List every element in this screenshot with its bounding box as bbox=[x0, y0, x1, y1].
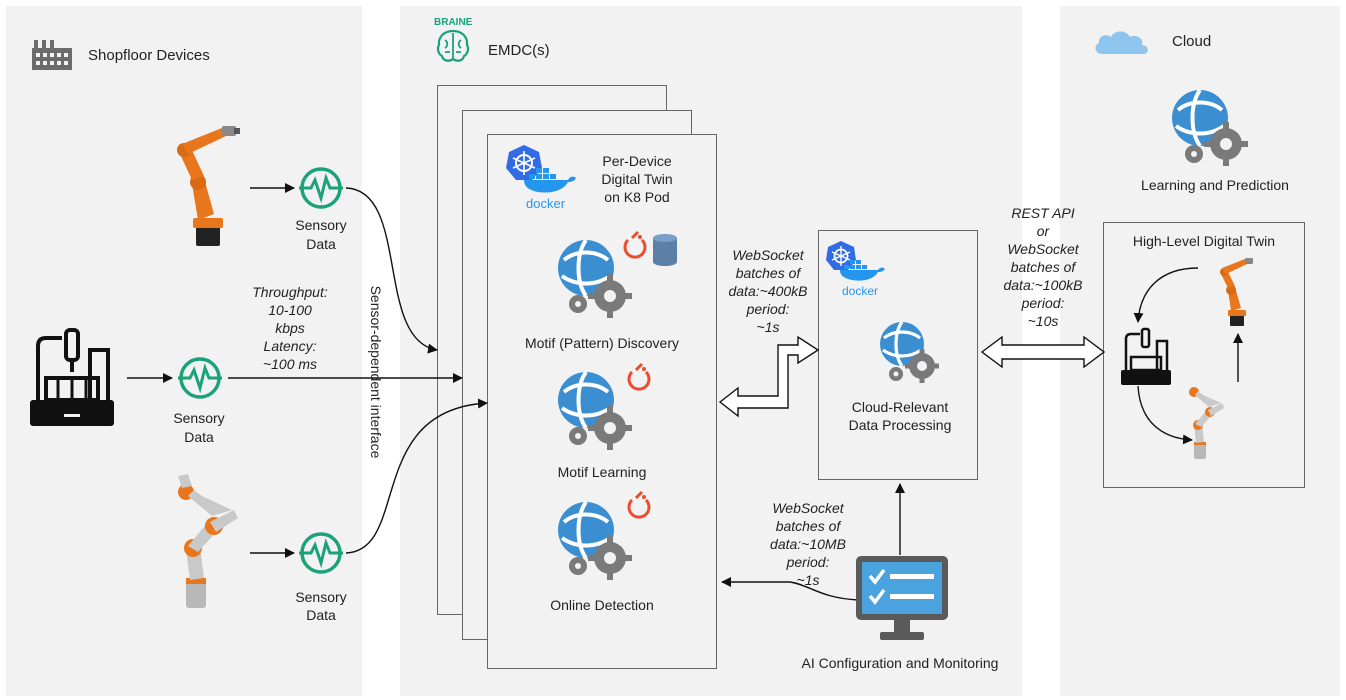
hl-collaborative-robot-icon bbox=[1189, 387, 1224, 459]
collaborative-robot-icon bbox=[178, 474, 238, 608]
sensor-icon-2 bbox=[178, 357, 222, 399]
rest-line-4: batches of bbox=[1010, 259, 1076, 275]
online-detection-label: Online Detection bbox=[550, 597, 654, 613]
processing-service-icon bbox=[880, 321, 939, 383]
hl-arrow-bottom bbox=[1137, 385, 1193, 445]
motif-discovery-label: Motif (Pattern) Discovery bbox=[524, 335, 680, 351]
pytorch-icon-learning bbox=[627, 362, 651, 391]
rest-line-2: or bbox=[1036, 223, 1050, 239]
sensor-label-2b: Data bbox=[184, 429, 214, 445]
sensor-interface-label: Sensor-dependent interface bbox=[368, 285, 384, 459]
curve-sensor1-pod bbox=[345, 187, 438, 354]
pytorch-icon-discovery bbox=[623, 230, 647, 259]
cloud-title: Cloud bbox=[1172, 33, 1212, 50]
emdc-title: EMDC(s) bbox=[488, 42, 550, 59]
pod-title-line-3: on K8 Pod bbox=[604, 189, 670, 205]
hl-arrow-top bbox=[1133, 267, 1199, 323]
throughput-line-4: Latency: bbox=[263, 338, 317, 354]
ws-10mb-line-2: batches of bbox=[775, 518, 841, 534]
curve-sensor3-pod bbox=[345, 398, 488, 554]
processing-label-1: Cloud-Relevant bbox=[851, 399, 949, 415]
sensor-icon-3 bbox=[299, 532, 343, 574]
shopfloor-title: Shopfloor Devices bbox=[88, 47, 210, 64]
rest-line-7: ~10s bbox=[1027, 313, 1059, 329]
kubernetes-icon bbox=[506, 145, 542, 180]
ws-400kb-line-1: WebSocket bbox=[732, 247, 804, 263]
sensor-label-3b: Data bbox=[306, 607, 336, 623]
processing-label-2: Data Processing bbox=[848, 417, 952, 433]
hl-twin-title: High-Level Digital Twin bbox=[1132, 233, 1276, 249]
rest-line-6: period: bbox=[1021, 295, 1065, 311]
ws-400kb-line-3: data:~400kB bbox=[728, 283, 808, 299]
ws-10mb-line-3: data:~10MB bbox=[770, 536, 846, 552]
double-arrow-pod-processing bbox=[718, 335, 820, 418]
throughput-line-1: Throughput: bbox=[252, 284, 328, 300]
rest-line-3: WebSocket bbox=[1007, 241, 1079, 257]
ml-service-icon-learning bbox=[558, 370, 632, 450]
industrial-robot-icon bbox=[177, 126, 240, 246]
factory-icon bbox=[32, 40, 72, 70]
rest-line-1: REST API bbox=[1011, 205, 1075, 221]
ws-400kb-line-2: batches of bbox=[735, 265, 801, 281]
monitor-checklist-icon bbox=[856, 556, 948, 640]
pod-title-line-1: Per-Device bbox=[602, 153, 672, 169]
ws-10mb-line-1: WebSocket bbox=[772, 500, 844, 516]
monitoring-label: AI Configuration and Monitoring bbox=[801, 655, 999, 671]
sensor-label-1b: Data bbox=[306, 236, 336, 252]
throughput-line-5: ~100 ms bbox=[262, 356, 318, 372]
throughput-line-3: kbps bbox=[275, 320, 305, 336]
pod-docker-label: docker bbox=[526, 196, 566, 211]
ws-400kb-line-5: ~1s bbox=[756, 319, 780, 335]
hl-cnc-machine-icon bbox=[1121, 327, 1171, 385]
ws-10mb-line-4: period: bbox=[786, 554, 830, 570]
pytorch-icon-detection bbox=[627, 490, 651, 519]
ml-service-icon-discovery bbox=[558, 238, 632, 318]
sensor-icon-1 bbox=[299, 167, 343, 209]
rest-line-5: data:~100kB bbox=[1003, 277, 1083, 293]
sensor-label-3a: Sensory bbox=[295, 589, 347, 605]
docker-icon bbox=[524, 168, 576, 193]
sensor-label-1a: Sensory bbox=[295, 217, 347, 233]
cloud-icon bbox=[1095, 31, 1148, 54]
processing-docker-icon bbox=[840, 260, 885, 281]
database-icon bbox=[653, 234, 677, 266]
learning-service-icon bbox=[1172, 88, 1248, 166]
arrow-monitor-pod bbox=[721, 577, 859, 601]
double-arrow-processing-cloud bbox=[980, 335, 1106, 369]
learning-prediction-label: Learning and Prediction bbox=[1141, 177, 1289, 193]
braine-label: BRAINE bbox=[434, 17, 473, 28]
hl-industrial-robot-icon bbox=[1220, 258, 1253, 326]
sensor-label-2a: Sensory bbox=[173, 410, 225, 426]
pod-title-line-2: Digital Twin bbox=[601, 171, 673, 187]
cnc-machine-icon bbox=[30, 328, 114, 426]
motif-learning-label: Motif Learning bbox=[557, 464, 647, 480]
ws-400kb-line-4: period: bbox=[746, 301, 790, 317]
ws-10mb-line-5: ~1s bbox=[796, 572, 820, 588]
brain-icon bbox=[436, 29, 470, 62]
processing-docker-label: docker bbox=[842, 284, 879, 298]
processing-kubernetes-icon bbox=[826, 241, 856, 270]
throughput-line-2: 10-100 bbox=[268, 302, 312, 318]
ml-service-icon-detection bbox=[558, 500, 632, 580]
